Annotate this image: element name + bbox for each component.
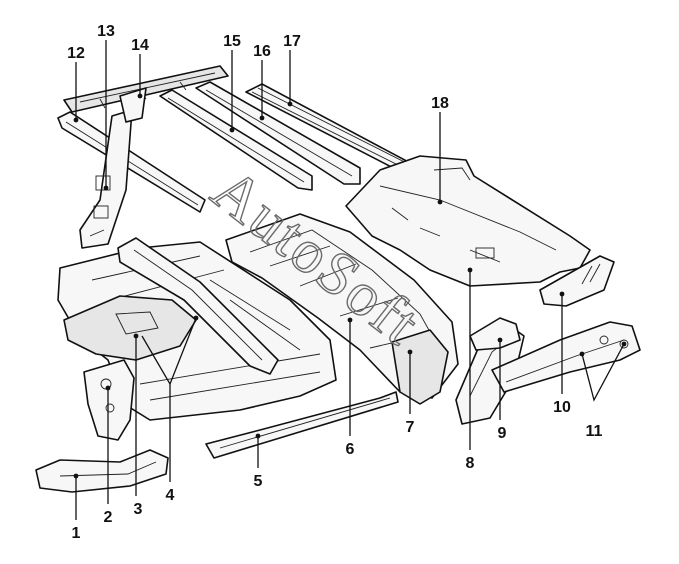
callout-3: 3 (134, 501, 143, 518)
callout-9: 9 (498, 425, 507, 442)
callout-8: 8 (466, 455, 475, 472)
part-inner-panel-2 (83, 359, 135, 441)
callout-10: 10 (553, 399, 571, 416)
part-rear-extension-11 (491, 321, 641, 393)
part-rear-cross-member-10 (539, 255, 615, 307)
part-front-cross-member-12 (57, 111, 206, 213)
callout-5: 5 (254, 473, 263, 490)
part-roof-bow-15 (159, 89, 313, 191)
callout-7: 7 (406, 419, 415, 436)
callout-6: 6 (346, 441, 355, 458)
callout-labels: 1 2 3 4 5 6 7 8 9 10 11 12 13 14 15 16 1… (67, 23, 602, 542)
leader-lines (75, 40, 625, 520)
callout-1: 1 (72, 525, 81, 542)
part-roof-bow-16 (195, 81, 361, 185)
callout-4: 4 (166, 487, 175, 504)
callout-13: 13 (97, 23, 115, 40)
callout-14: 14 (131, 37, 149, 54)
callout-17: 17 (283, 33, 301, 50)
leader-dots (73, 93, 627, 479)
part-footwell-3 (63, 295, 197, 361)
callout-15: 15 (223, 33, 241, 50)
part-side-member-7 (391, 329, 449, 405)
callout-12: 12 (67, 45, 85, 62)
callout-16: 16 (253, 43, 271, 60)
part-front-seat-crossmember (117, 237, 279, 375)
callout-11: 11 (586, 423, 603, 440)
callout-18: 18 (431, 95, 449, 112)
part-rear-bracket-9 (469, 317, 521, 351)
callout-2: 2 (104, 509, 113, 526)
part-front-longitudinal-1 (35, 449, 169, 493)
